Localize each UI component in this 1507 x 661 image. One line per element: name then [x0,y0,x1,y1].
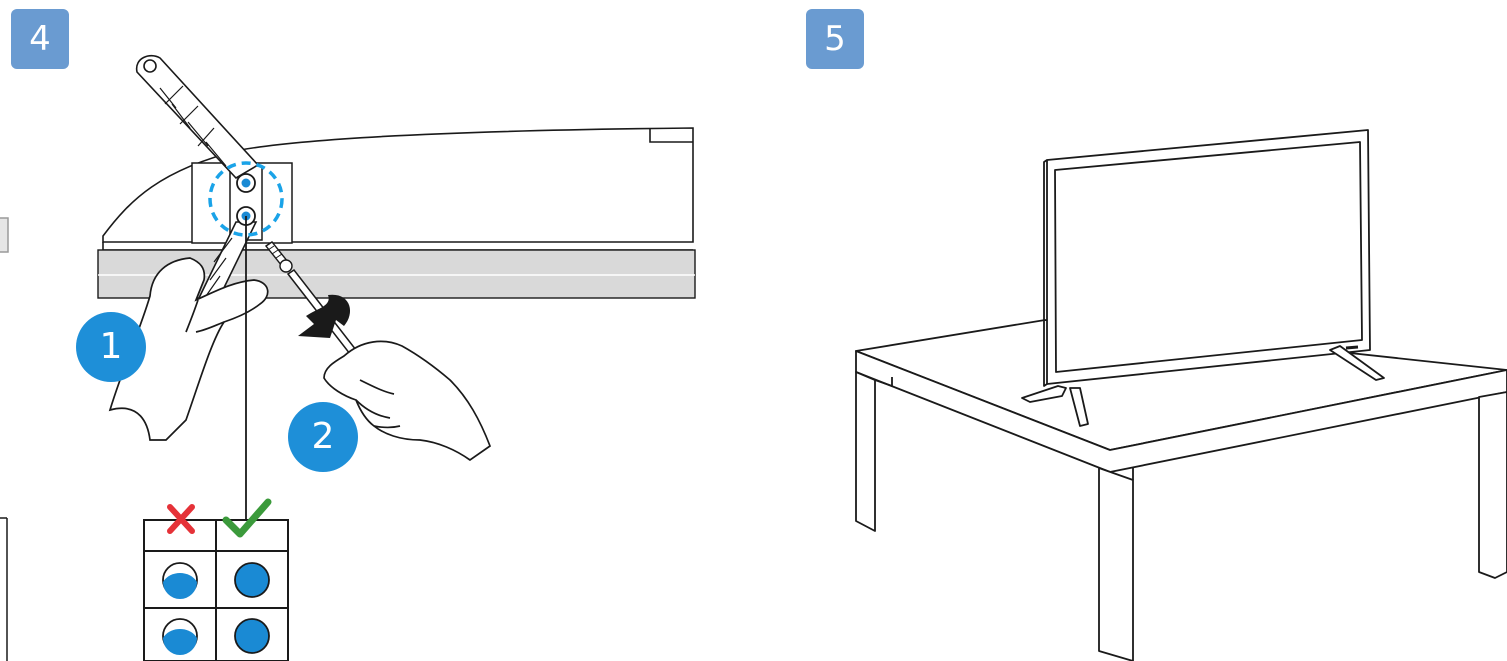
table [856,320,1507,661]
